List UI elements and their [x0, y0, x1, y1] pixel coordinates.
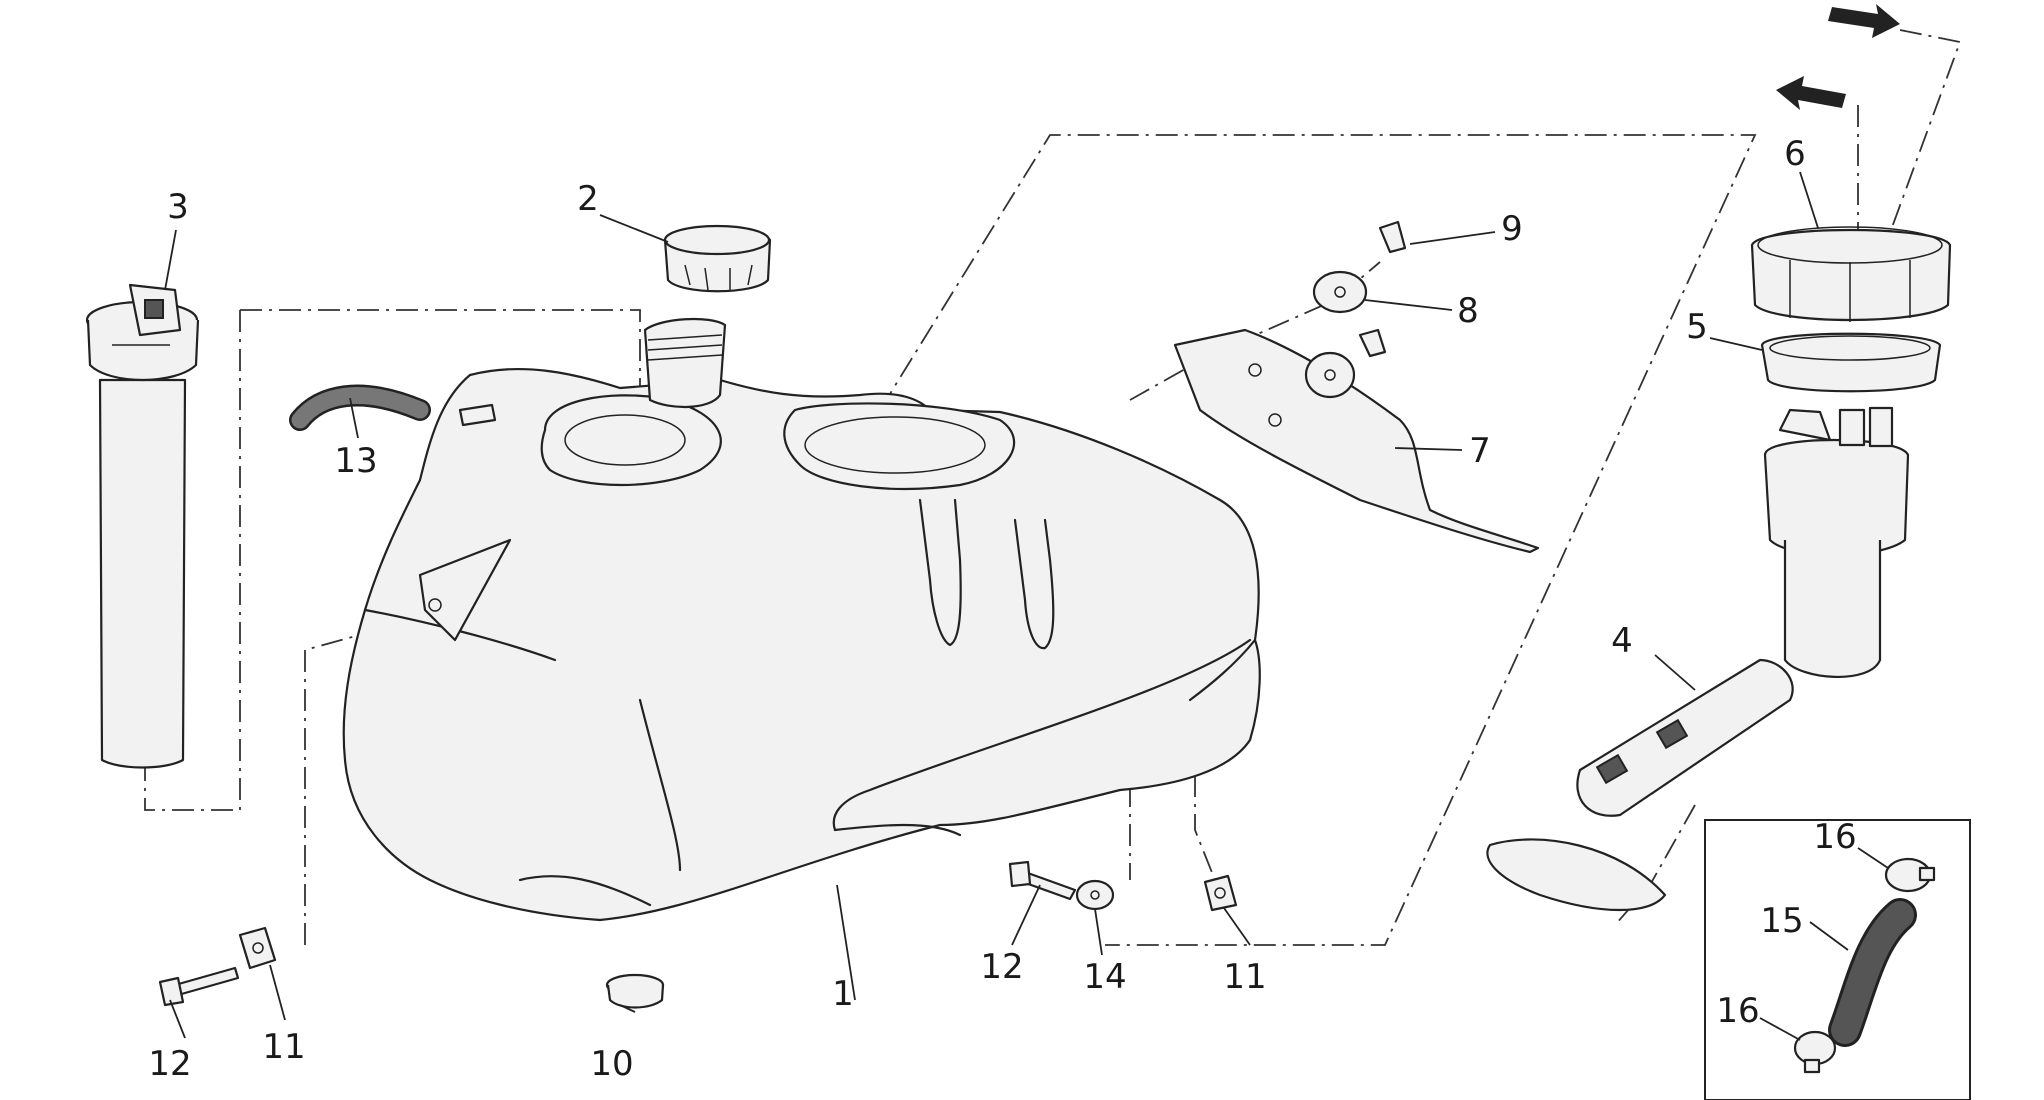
washer-14 — [1075, 879, 1115, 911]
callout-6: 6 — [1784, 134, 1806, 174]
direction-arrows — [1776, 4, 1900, 110]
leader-lines — [164, 171, 1889, 1041]
hose-inset-box — [1704, 819, 1971, 1100]
callout-8: 8 — [1457, 291, 1479, 331]
nut-clip-right — [1203, 874, 1238, 912]
callout-11-right: 11 — [1223, 957, 1266, 997]
screw-right — [1008, 860, 1077, 901]
fuel-pump — [1486, 406, 1910, 912]
callout-14: 14 — [1083, 957, 1126, 997]
callout-1: 1 — [832, 974, 854, 1014]
callout-5: 5 — [1686, 307, 1708, 347]
washers — [1304, 270, 1368, 399]
arrow-left-icon — [1776, 76, 1846, 110]
callout-16-upper: 16 — [1813, 817, 1856, 857]
callout-9: 9 — [1501, 209, 1523, 249]
heat-shield-plate — [1173, 328, 1540, 554]
callout-16-lower: 16 — [1716, 991, 1759, 1031]
breather-hose — [289, 384, 431, 431]
nut-clip-left — [238, 926, 277, 970]
rubber-grommet — [605, 973, 665, 1009]
clips — [1358, 220, 1407, 358]
callout-12-left: 12 — [148, 1044, 191, 1084]
screw-left — [158, 966, 240, 1007]
callout-11-left: 11 — [262, 1027, 305, 1067]
callout-10: 10 — [590, 1044, 633, 1084]
callout-7: 7 — [1469, 431, 1491, 471]
arrow-right-icon — [1828, 4, 1900, 38]
pump-gasket — [1760, 332, 1942, 393]
callout-15: 15 — [1760, 901, 1803, 941]
fuel-level-sensor — [85, 283, 200, 769]
callout-12-right: 12 — [980, 947, 1023, 987]
pump-ring-nut — [1750, 226, 1952, 322]
fuel-tank — [342, 317, 1261, 922]
callout-3: 3 — [167, 187, 189, 227]
callout-4: 4 — [1611, 621, 1633, 661]
hose-clamp-lower — [1793, 1030, 1837, 1074]
callout-13: 13 — [334, 441, 377, 481]
filler-cap — [663, 224, 772, 293]
callout-labels: 1 2 3 4 5 6 7 8 9 10 11 11 12 12 13 14 1… — [148, 134, 1856, 1084]
callout-2: 2 — [577, 179, 599, 219]
hose-clamp-upper — [1884, 857, 1936, 893]
